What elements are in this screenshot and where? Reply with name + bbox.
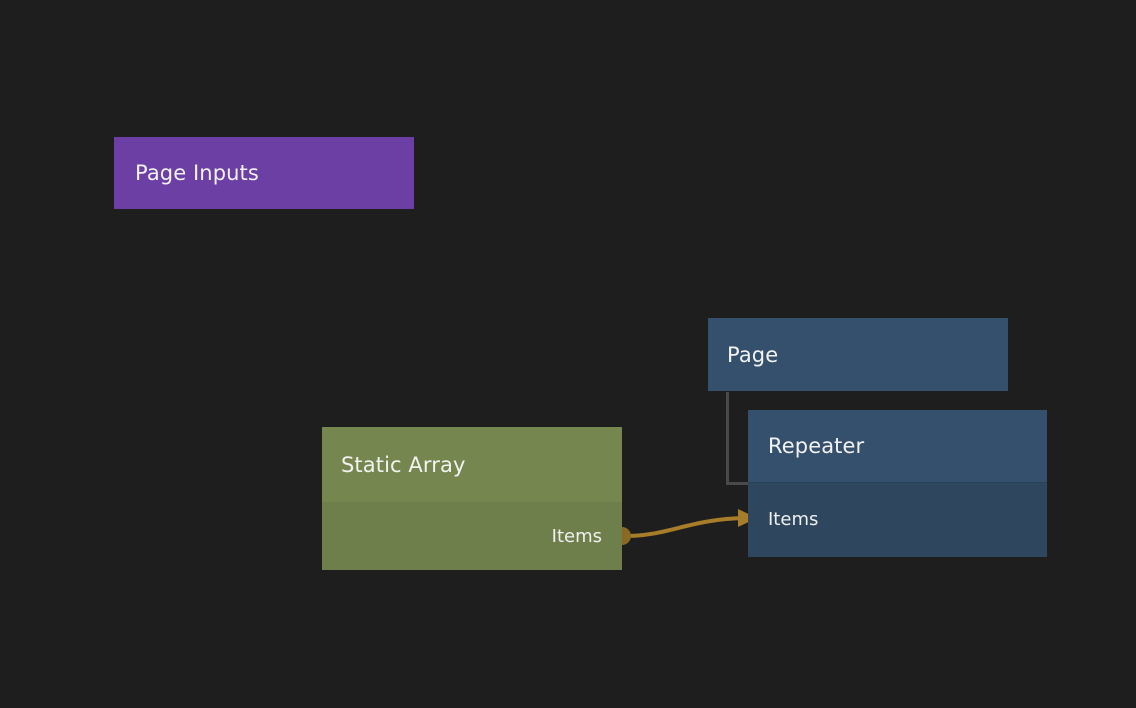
node-repeater-header[interactable]: Repeater xyxy=(748,410,1047,483)
node-static-array-title: Static Array xyxy=(341,452,466,477)
node-page-inputs-title: Page Inputs xyxy=(135,161,259,185)
node-page-inputs-header[interactable]: Page Inputs xyxy=(114,137,414,209)
node-page-inputs[interactable]: Page Inputs xyxy=(114,137,414,209)
input-port-repeater-items-label: Items xyxy=(768,509,819,530)
node-repeater-title: Repeater xyxy=(768,434,865,458)
input-port-repeater-items[interactable]: Items xyxy=(748,483,1047,556)
node-repeater[interactable]: Repeater Items xyxy=(748,410,1047,557)
hierarchy-elbow-page-to-repeater xyxy=(726,392,749,485)
node-page-header[interactable]: Page xyxy=(708,318,1008,391)
node-page[interactable]: Page xyxy=(708,318,1008,391)
output-port-static-array-items-label: Items xyxy=(551,525,602,547)
node-page-title: Page xyxy=(727,342,779,367)
node-static-array-header[interactable]: Static Array xyxy=(322,427,622,502)
node-static-array[interactable]: Static Array Items xyxy=(322,427,622,570)
wire-static-array-items-to-repeater-items[interactable] xyxy=(624,516,747,538)
node-static-array-body: Items xyxy=(322,502,622,570)
node-repeater-body: Items xyxy=(748,483,1047,556)
output-port-static-array-items[interactable]: Items xyxy=(322,502,622,570)
